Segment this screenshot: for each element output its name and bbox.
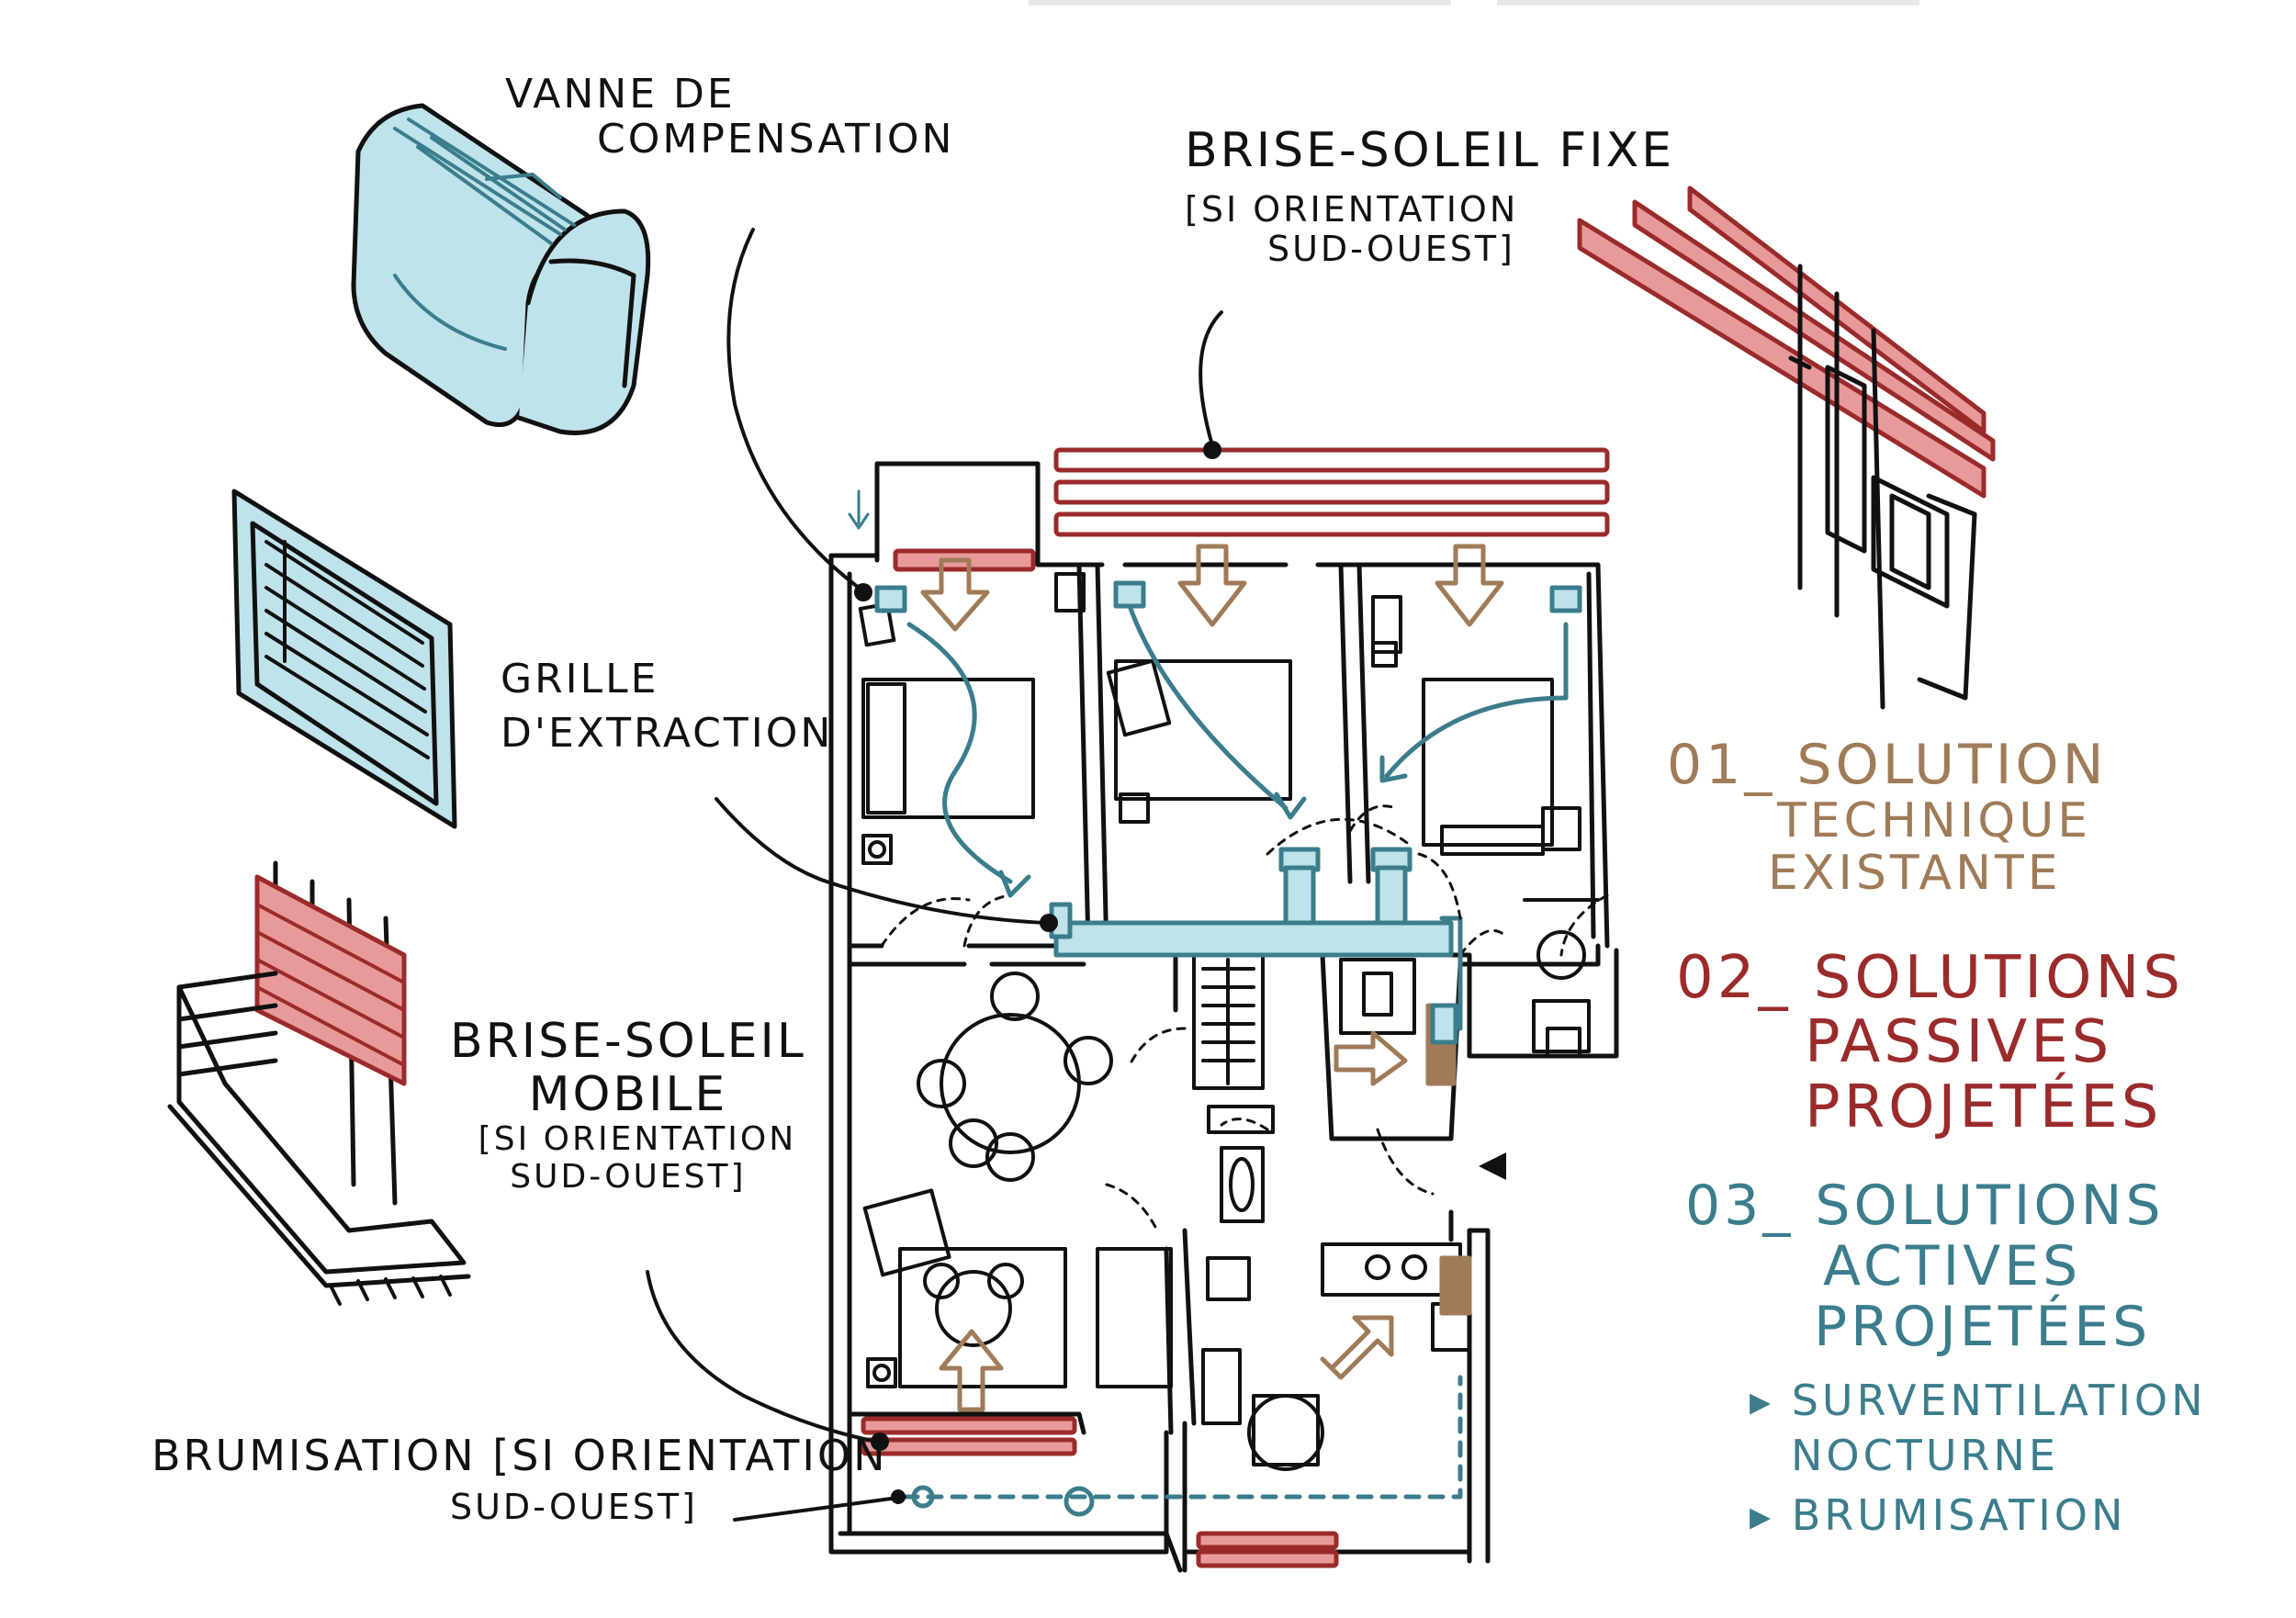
callout-leaders	[646, 228, 1223, 1522]
legend-bullet-brumisation: ▸ BRUMISATION	[1750, 1490, 2127, 1540]
extraction-grille-icon	[231, 489, 457, 829]
legend-line: EXISTANTE	[1768, 846, 2062, 902]
label-line: GRILLE	[501, 656, 659, 702]
label-line: BRISE-SOLEIL FIXE	[1185, 123, 1675, 178]
label-line: D'EXTRACTION	[501, 710, 834, 758]
legend-line: 02_ SOLUTIONS	[1676, 944, 2184, 1012]
fixed-sunshade-bars	[1053, 447, 1610, 537]
legend-line: PROJETÉES	[1805, 1073, 2163, 1141]
legend-item-passive: 02_ SOLUTIONS PASSIVES PROJETÉES	[1676, 946, 2184, 1140]
label-line: SUD-OUEST]	[1267, 228, 1515, 269]
top-edge-strip	[1029, 0, 1451, 6]
fixed-sunshade-icon	[1577, 185, 1996, 710]
air-conditioner-icon	[351, 103, 651, 435]
window-sunshades	[861, 548, 1339, 1568]
vent-outline	[1266, 817, 1462, 920]
legend-bullet-nocturne: NOCTURNE	[1791, 1431, 2059, 1480]
legend-line: PASSIVES	[1805, 1008, 2113, 1077]
entry-marker	[1479, 1152, 1506, 1180]
label-line: [SI ORIENTATION	[1185, 189, 1519, 230]
legend-line: ACTIVES	[1823, 1234, 2082, 1298]
legend-line: PROJETÉES	[1814, 1295, 2152, 1359]
legend-line: TECHNIQUE	[1777, 793, 2092, 848]
legend-line: 01_ SOLUTION	[1667, 733, 2108, 797]
label-line: SUD-OUEST]	[510, 1157, 747, 1196]
label-line: BRUMISATION [SI ORIENTATION	[152, 1431, 888, 1480]
north-arrow	[848, 489, 870, 530]
label-line: SUD-OUEST]	[450, 1486, 698, 1527]
legend-item-existing: 01_ SOLUTION TECHNIQUE EXISTANTE	[1667, 735, 2108, 900]
label-line: BRISE-SOLEIL	[450, 1014, 806, 1069]
active-ventilation	[874, 580, 1582, 1517]
label-brise-soleil-mobile: BRISE-SOLEIL MOBILE [SI ORIENTATION SUD-…	[450, 1015, 806, 1196]
apartment-walls	[828, 461, 1619, 1573]
legend-item-active: 03_ SOLUTIONS ACTIVES PROJETÉES	[1685, 1175, 2165, 1357]
label-line: VANNE DE	[505, 71, 736, 118]
label-brise-soleil-fixe: BRISE-SOLEIL FIXE [SI ORIENTATION SUD-OU…	[1185, 124, 1674, 268]
label-brumisation: BRUMISATION [SI ORIENTATION SUD-OUEST]	[152, 1431, 888, 1527]
legend-bullet-surventilation: ▸ SURVENTILATION	[1750, 1376, 2207, 1425]
door-swings	[880, 804, 1609, 1232]
label-vanne-de-compensation: VANNE DE COMPENSATION	[505, 72, 954, 163]
label-line: MOBILE	[528, 1067, 728, 1123]
top-edge-strip	[1497, 0, 1919, 6]
mobile-sunshade-icon	[167, 860, 471, 1306]
label-line: [SI ORIENTATION	[478, 1120, 797, 1159]
callout-dots	[854, 441, 1221, 1504]
legend-line: 03_ SOLUTIONS	[1685, 1174, 2165, 1238]
furniture	[1192, 898, 1600, 1425]
label-grille-extraction: GRILLE D'EXTRACTION	[501, 657, 833, 757]
label-line: COMPENSATION	[597, 116, 955, 163]
